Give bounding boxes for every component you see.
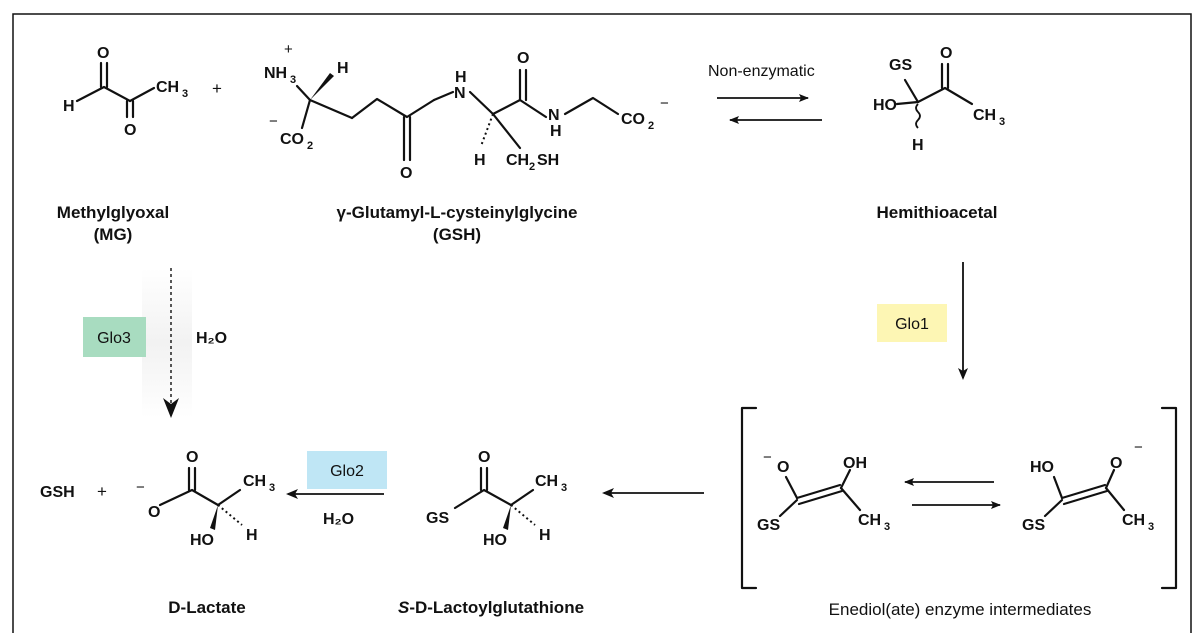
atom-o: O [148,504,160,521]
atom-o: O [940,45,952,62]
label-methylglyoxal: Methylglyoxal [57,203,169,222]
subscript-3: 3 [561,482,567,494]
label-hemithioacetal: Hemithioacetal [877,203,998,222]
atom-nh3: NH [264,65,287,82]
subscript-3: 3 [182,88,188,100]
charge-minus: − [1134,439,1143,456]
atom-h: H [455,69,467,86]
atom-oh: OH [843,455,867,472]
label-d-lactate: D-Lactate [168,598,245,617]
atom-o: O [1110,455,1122,472]
atom-o: O [186,449,198,466]
methylglyoxal-structure: O H O CH 3 [63,45,188,139]
label-gsh-product: GSH [40,484,75,501]
glo2-label: Glo2 [330,463,364,480]
charge-minus: − [763,449,772,466]
label-non-enzymatic: Non-enzymatic [708,63,815,80]
subscript-3: 3 [290,74,296,86]
atom-h: H [474,152,486,169]
atom-h: H [63,98,75,115]
atom-h: H [912,137,924,154]
atom-ch3: CH [535,473,558,490]
bracket-right [1160,406,1178,590]
lactate-structure: − O O CH 3 HO H [136,449,275,549]
atom-o: O [478,449,490,466]
gsh-structure: + NH 3 H − CO 2 O H N O N H H CH 2 SH CO… [264,41,669,182]
atom-o: O [124,122,136,139]
atom-gs: GS [889,57,912,74]
subscript-3: 3 [1148,521,1154,533]
charge-plus: + [284,41,293,58]
subscript-2: 2 [307,140,313,152]
lactoylglutathione-structure: O GS CH 3 HO H [426,449,567,549]
atom-o: O [777,459,789,476]
frame-border [12,13,1192,638]
subscript-2: 2 [529,161,535,173]
glo2-badge [307,451,387,489]
glo3-badge [83,317,146,357]
atom-ch3: CH [243,473,266,490]
atom-ho: HO [483,532,507,549]
atom-n: N [548,107,560,124]
atom-gs: GS [426,510,449,527]
atom-ho: HO [873,97,897,114]
label-lactoylglutathione: S-D-Lactoylglutathione [398,598,584,617]
atom-h: H [246,527,258,544]
atom-sh: SH [537,152,559,169]
atom-gs: GS [757,517,780,534]
subscript-2: 2 [648,120,654,132]
subscript-3: 3 [999,116,1005,128]
label-mg: (MG) [94,225,133,244]
plus-sign: + [97,482,107,501]
atom-gs: GS [1022,517,1045,534]
atom-ch3: CH [156,79,179,96]
atom-co2: CO [621,111,645,128]
atom-ch3: CH [973,107,996,124]
glo3-shadow [142,268,192,418]
bracket-left [740,406,758,590]
label-gsh-full: γ-Glutamyl-L-cysteinylglycine [337,203,578,222]
enediolate-left-structure: − O OH GS CH 3 [757,449,890,534]
subscript-3: 3 [269,482,275,494]
atom-ho: HO [1030,459,1054,476]
arrow-glo3-head [163,398,179,418]
atom-h: H [550,123,562,140]
charge-minus: − [136,479,145,496]
label-water-glo2: H₂O [323,511,354,528]
atom-h: H [337,60,349,77]
hemithioacetal-structure: GS HO O CH 3 H [873,45,1005,154]
atom-ch2sh: CH [506,152,529,169]
label-intermediates: Enediol(ate) enzyme intermediates [829,600,1092,619]
charge-minus: − [269,113,278,130]
atom-ch3: CH [1122,512,1145,529]
atom-o: O [400,165,412,182]
atom-ho: HO [190,532,214,549]
glo1-badge [877,304,947,342]
enediolate-right-structure: HO O − GS CH 3 [1022,439,1154,534]
charge-minus: − [660,95,669,112]
glo1-label: Glo1 [895,316,929,333]
atom-o: O [97,45,109,62]
subscript-3: 3 [884,521,890,533]
atom-o: O [517,50,529,67]
atom-n: N [454,85,466,102]
atom-co2: CO [280,131,304,148]
label-water-glo3: H₂O [196,330,227,347]
glo3-label: Glo3 [97,330,131,347]
atom-h: H [539,527,551,544]
atom-ch3: CH [858,512,881,529]
plus-sign: + [212,79,222,98]
label-gsh: (GSH) [433,225,481,244]
